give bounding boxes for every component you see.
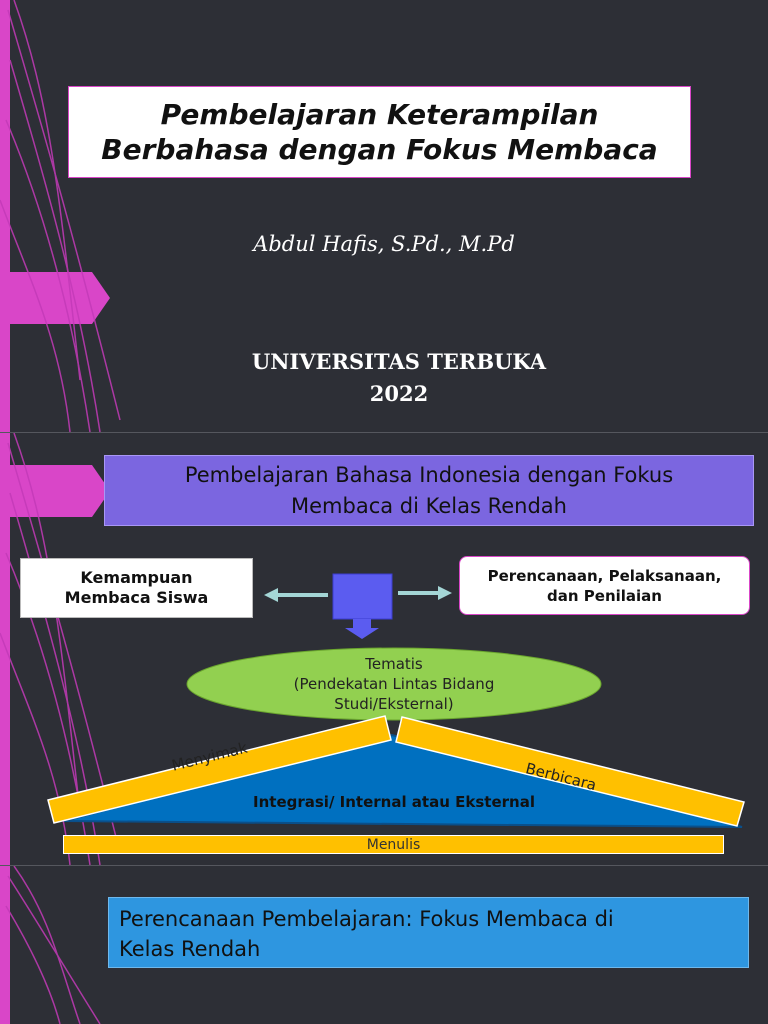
- year: 2022: [369, 381, 429, 406]
- reading-ability-line-2: Membaca Siswa: [64, 588, 209, 607]
- slide-3-title-line-2: Kelas Rendah: [119, 937, 261, 961]
- thematic-label: Tematis (Pendekatan Lintas Bidang Studi/…: [186, 648, 602, 720]
- slide-2-title-line-1: Pembelajaran Bahasa Indonesia dengan Fok…: [184, 462, 674, 487]
- left-arrow-icon: [264, 588, 328, 602]
- thematic-line-1: Tematis: [365, 655, 423, 673]
- writing-bar: Menulis: [63, 835, 724, 854]
- speaking-label: Berbicara: [523, 759, 599, 795]
- institution-block: UNIVERSITAS TERBUKA 2022: [0, 346, 768, 410]
- university-name: UNIVERSITAS TERBUKA: [251, 349, 547, 374]
- center-square: [332, 573, 393, 620]
- planning-box: Perencanaan, Pelaksanaan, dan Penilaian: [459, 556, 750, 615]
- integration-label: Integrasi/ Internal atau Eksternal: [253, 793, 535, 811]
- author-name: Abdul Hafis, S.Pd., M.Pd: [253, 232, 515, 256]
- right-arrow-icon: [398, 586, 452, 600]
- integration-triangle: [63, 733, 743, 828]
- down-arrow-icon: [345, 619, 379, 639]
- thematic-line-3: Studi/Eksternal): [334, 695, 454, 713]
- listening-label: Menyimak: [169, 738, 250, 775]
- slide-3-title: Perencanaan Pembelajaran: Fokus Membaca …: [108, 897, 749, 968]
- slide-1[interactable]: Pembelajaran Keterampilan Berbahasa deng…: [0, 0, 768, 432]
- title-line-2: Berbahasa dengan Fokus Membaca: [101, 133, 658, 166]
- planning-line-1: Perencanaan, Pelaksanaan,: [487, 566, 722, 585]
- presentation-title: Pembelajaran Keterampilan Berbahasa deng…: [68, 86, 691, 178]
- slide-2-title: Pembelajaran Bahasa Indonesia dengan Fok…: [104, 455, 754, 526]
- slide-2-title-line-2: Membaca di Kelas Rendah: [291, 493, 567, 518]
- planning-line-2: dan Penilaian: [547, 586, 662, 605]
- thematic-line-2: (Pendekatan Lintas Bidang: [293, 675, 495, 693]
- writing-label: Menulis: [366, 836, 421, 853]
- slide-divider: [0, 865, 768, 866]
- slide-divider: [0, 432, 768, 433]
- slide-3[interactable]: Perencanaan Pembelajaran: Fokus Membaca …: [0, 866, 768, 1024]
- reading-ability-box: Kemampuan Membaca Siswa: [20, 558, 253, 618]
- title-line-1: Pembelajaran Keterampilan: [160, 98, 599, 131]
- slide-3-title-line-1: Perencanaan Pembelajaran: Fokus Membaca …: [119, 907, 614, 931]
- reading-ability-line-1: Kemampuan: [80, 568, 193, 587]
- slide-2[interactable]: Pembelajaran Bahasa Indonesia dengan Fok…: [0, 433, 768, 865]
